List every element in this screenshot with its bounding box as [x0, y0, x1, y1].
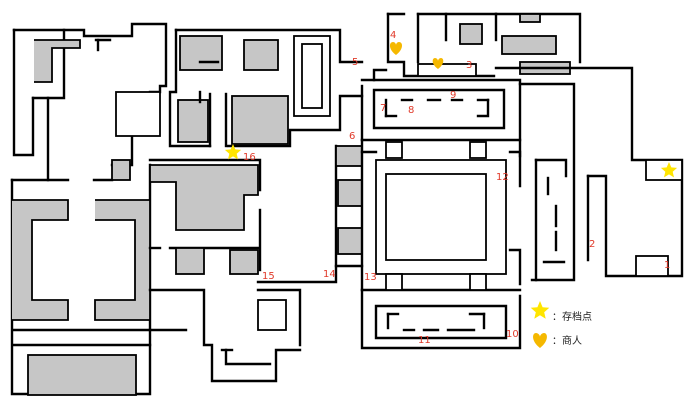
room [257, 299, 287, 331]
wall [168, 28, 212, 148]
pillar [469, 273, 487, 291]
wall [360, 288, 522, 350]
room-block [519, 13, 541, 23]
room [635, 255, 669, 277]
wall [372, 88, 506, 130]
heart-icon [533, 333, 547, 348]
wall [226, 94, 364, 148]
room-block [149, 164, 259, 231]
room-block [337, 227, 363, 255]
location-label-3: 3 [466, 60, 473, 71]
room-block [177, 99, 209, 143]
location-label-5: 5 [352, 57, 359, 68]
legend-merchant-label: ：商人 [552, 336, 582, 347]
wall [372, 68, 388, 82]
wall [494, 66, 684, 278]
star-icon [530, 301, 550, 319]
pillar [385, 141, 403, 159]
wall [31, 28, 66, 100]
room-block [94, 199, 151, 321]
merchant-stall [417, 63, 477, 77]
wall [374, 304, 508, 340]
room-block [243, 39, 279, 71]
wall [256, 264, 364, 284]
location-label-8: 8 [408, 105, 415, 116]
legend-save-point-label: ：存档点 [552, 312, 592, 323]
wall [148, 158, 262, 192]
wall [518, 82, 576, 282]
heart-icon [432, 58, 444, 69]
wall [416, 12, 448, 42]
wall [174, 28, 364, 64]
wall [224, 348, 272, 366]
location-label-15: 15 [262, 271, 275, 282]
wall [12, 28, 35, 157]
pillar [385, 273, 403, 291]
location-label-9: 9 [450, 90, 457, 101]
room [301, 43, 323, 109]
room-block [337, 179, 363, 207]
location-label-2: 2 [589, 239, 596, 250]
heart-icon [389, 42, 403, 55]
location-label-4: 4 [390, 30, 397, 41]
courtyard-inner [385, 173, 487, 261]
room-block [459, 23, 483, 45]
location-label-14: 14 [323, 269, 336, 280]
location-label-10: 10 [506, 329, 519, 340]
room-block [27, 354, 137, 396]
location-label-16: 16 [243, 152, 256, 163]
room-block [231, 95, 289, 145]
wall [360, 78, 522, 142]
star-icon [224, 144, 242, 160]
room-block [34, 39, 81, 83]
room-block [111, 159, 131, 181]
location-label-12: 12 [496, 172, 509, 183]
location-label-6: 6 [349, 131, 356, 142]
room-block [179, 35, 223, 71]
wall [534, 158, 568, 178]
room-block [501, 35, 557, 55]
room-block [335, 145, 363, 167]
room-block [175, 247, 205, 275]
room-block [229, 249, 259, 275]
wall [508, 248, 522, 286]
room-block [12, 199, 69, 321]
star-icon [660, 162, 678, 178]
room [115, 91, 161, 137]
location-label-7: 7 [380, 103, 387, 114]
location-label-13: 13 [364, 272, 377, 283]
wall [508, 150, 522, 188]
wall [476, 98, 490, 118]
location-label-1: 1 [664, 260, 671, 271]
wall [148, 288, 302, 383]
location-label-11: 11 [418, 335, 431, 346]
pillar [469, 141, 487, 159]
wall [256, 288, 302, 347]
